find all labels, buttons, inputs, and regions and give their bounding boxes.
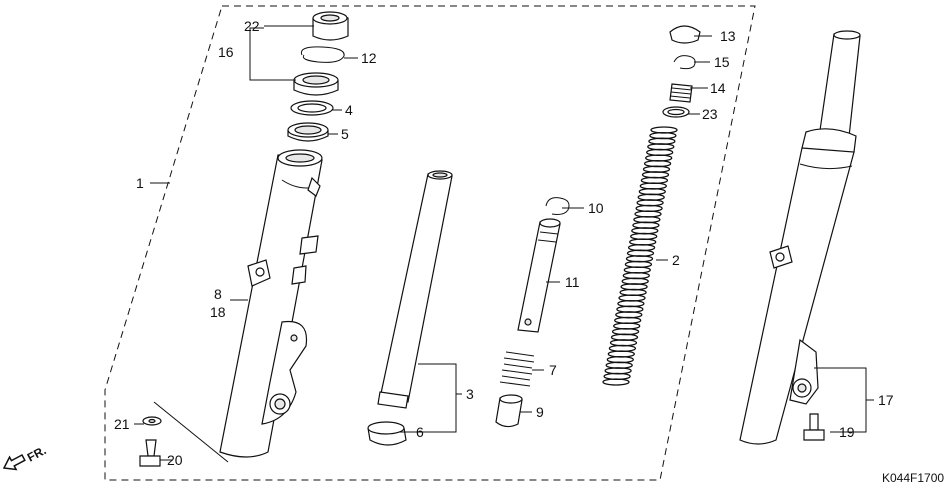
part-14-adjuster [669,83,693,103]
part-9-piece [495,394,523,428]
callout-14: 14 [710,80,726,96]
callout-21: 21 [114,416,130,432]
part-19-bolt [803,413,825,441]
callout-17: 17 [878,392,894,408]
part-20-bolt [139,439,161,467]
part-4-washer [290,100,334,116]
front-direction-arrow-icon [2,454,26,471]
part-3-inner-tube [377,170,453,409]
part-2-fork-spring [602,126,678,386]
callout-8: 8 [214,286,222,302]
part-21-washer [142,416,162,426]
callout-22: 22 [244,18,260,34]
part-8-slider [219,149,323,458]
callout-16: 16 [218,44,234,60]
callout-15: 15 [714,54,730,70]
callout-4: 4 [345,102,353,118]
part-12-clip [300,46,345,63]
part-5-bushing [287,122,329,142]
diagram-code: K044F1700 [882,471,944,485]
spring-coil [602,378,630,386]
callout-11: 11 [565,274,580,290]
leader-lines [134,25,874,463]
callout-9: 9 [536,404,544,420]
part-7-rebound-spring [499,351,535,387]
part-11-damper-rod [517,218,561,333]
callout-1: 1 [136,175,144,191]
part-17-fork-assembly [739,30,861,445]
assembly-boundary [104,5,756,481]
callout-13: 13 [720,28,736,44]
callout-19: 19 [839,424,855,440]
part-13-cap [669,25,701,44]
callout-6: 6 [416,424,424,440]
part-6-lock-piece [367,421,407,446]
callout-7: 7 [549,362,557,378]
part-22-cap [312,11,349,41]
callout-3: 3 [466,386,474,402]
callout-10: 10 [588,200,604,216]
callout-5: 5 [341,126,349,142]
part-10-ring [545,197,570,215]
part-15-clip [673,55,696,70]
part-16-seal [293,72,339,96]
callout-20: 20 [167,452,183,468]
callout-18: 18 [210,304,226,320]
callout-2: 2 [672,252,680,268]
part-23-oring [662,106,690,118]
front-direction-label: FR. [25,443,49,464]
callout-12: 12 [361,50,377,66]
callout-23: 23 [702,106,718,122]
